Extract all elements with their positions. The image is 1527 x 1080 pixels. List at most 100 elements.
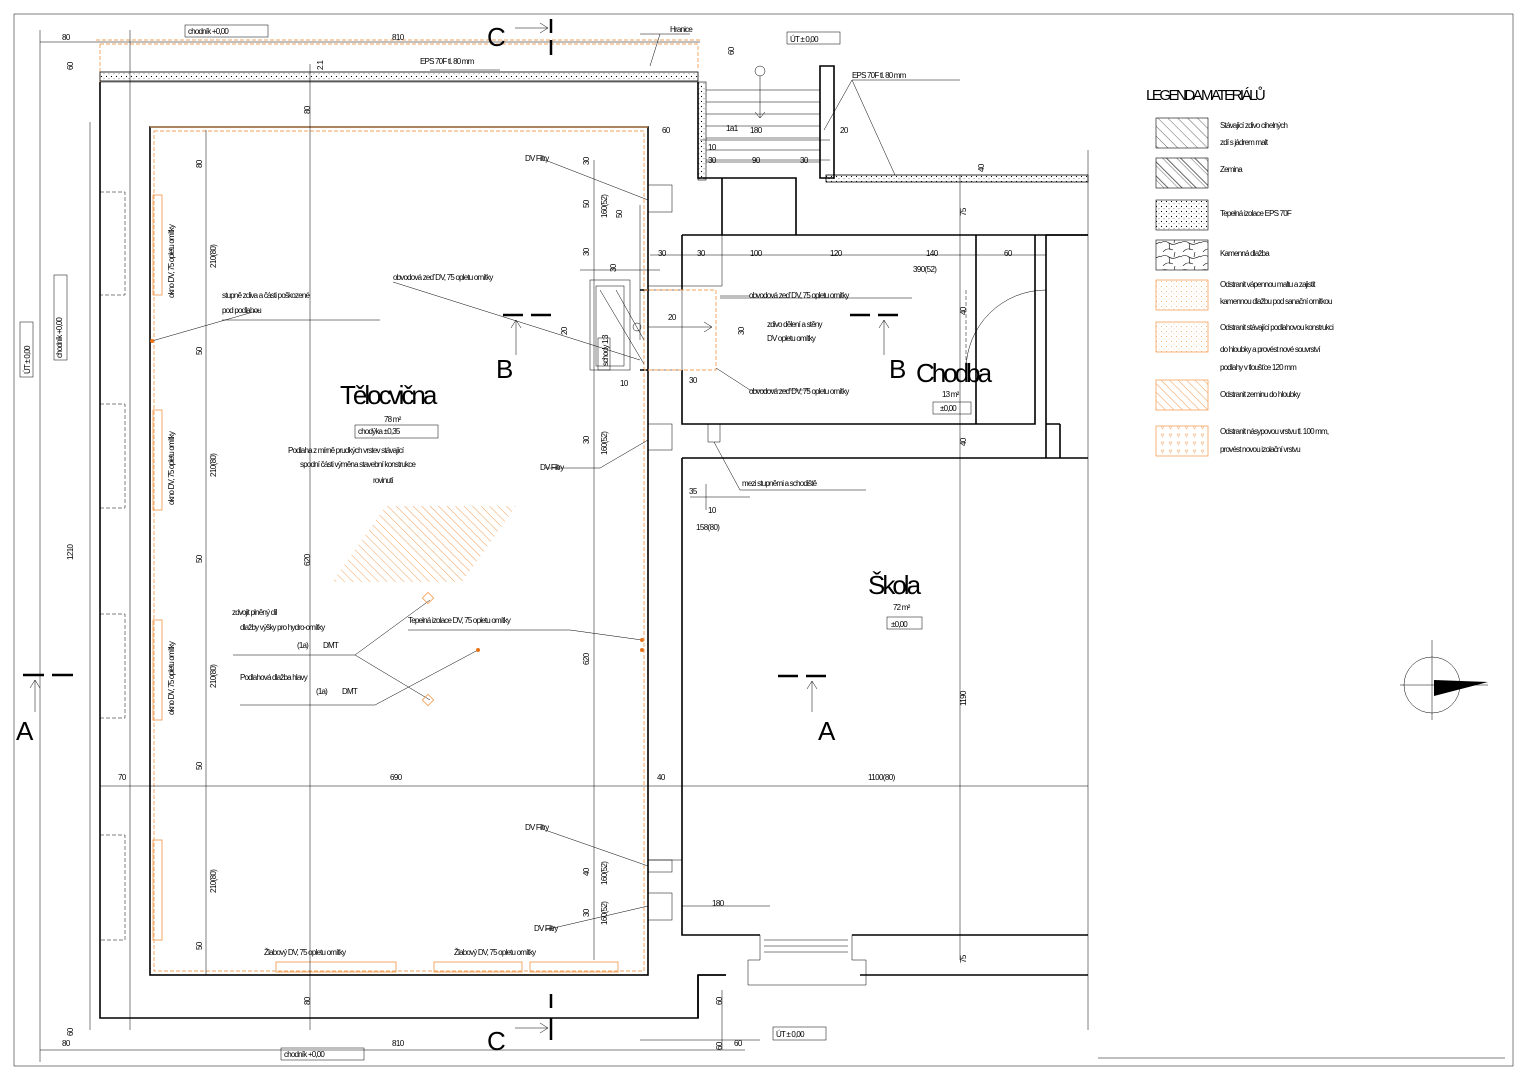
svg-text:Zemina: Zemina [1220, 165, 1243, 174]
svg-text:chodník +0,00: chodník +0,00 [284, 1050, 325, 1059]
sheet-frame [13, 13, 1514, 1067]
dim-gym-bot: 80 [303, 996, 312, 1005]
svg-text:20: 20 [560, 326, 569, 335]
svg-text:provést novou izolační vrstvu: provést novou izolační vrstvu [1220, 445, 1300, 454]
svg-text:Podlaha z mírně prudkých vrste: Podlaha z mírně prudkých vrstev stávajíc… [288, 446, 405, 455]
svg-text:10: 10 [620, 379, 629, 388]
leader-lines [151, 33, 960, 931]
legend-swatches [1155, 117, 1209, 457]
svg-text:Tepelná izolace EPS 70F: Tepelná izolace EPS 70F [1220, 209, 1292, 218]
svg-text:60: 60 [715, 1041, 724, 1050]
svg-text:40: 40 [657, 773, 666, 782]
window-note-1: okno DV, 75 opletu omítky [167, 224, 176, 298]
window-note-2: okno DV, 75 opletu omítky [167, 431, 176, 505]
room-area-school: 72 m² [893, 603, 911, 612]
svg-text:do hloubky a provést nové souv: do hloubky a provést nové souvrství [1220, 345, 1321, 354]
svg-text:rovinutí: rovinutí [373, 476, 394, 485]
svg-text:50: 50 [195, 554, 204, 563]
svg-text:Odstranit zeminu do hloubky: Odstranit zeminu do hloubky [1220, 390, 1301, 399]
dim-gym-mid: 620 [303, 553, 312, 566]
entrance-steps [747, 935, 867, 986]
room-name-hall: Chodba [916, 358, 993, 388]
svg-text:ÚT ± 0,00: ÚT ± 0,00 [776, 1030, 805, 1039]
svg-text:Odstranit vápennou maltu a zaj: Odstranit vápennou maltu a zajistit [1220, 280, 1316, 289]
section-marker-B [503, 313, 898, 355]
room-name-gym: Tělocvična [340, 380, 438, 410]
svg-text:40: 40 [582, 867, 591, 876]
svg-text:DMT: DMT [342, 687, 358, 696]
room-name-school: Škola [868, 570, 922, 600]
svg-text:(1a): (1a) [297, 641, 309, 650]
room-level-school: ±0,00 [891, 620, 908, 629]
svg-text:(1a): (1a) [316, 687, 328, 696]
uf-left: ÚT ± 0,00 [23, 345, 32, 374]
svg-text:DMT: DMT [323, 641, 339, 650]
svg-text:1190: 1190 [959, 690, 968, 706]
svg-text:Podlahová dlažba hlavy: Podlahová dlažba hlavy [240, 673, 308, 682]
svg-text:210(80): 210(80) [209, 453, 218, 477]
annotation-labels: Hranice EPS 70F tl. 80 mm EPS 70F tl. 80… [188, 25, 907, 1059]
svg-text:690: 690 [390, 773, 403, 782]
section-label-c-top: C [487, 22, 506, 52]
svg-text:30: 30 [658, 249, 667, 258]
svg-text:1100(80): 1100(80) [868, 773, 896, 782]
svg-text:DV Filtry: DV Filtry [534, 924, 558, 933]
svg-text:210(80): 210(80) [209, 869, 218, 893]
north-arrow [1400, 640, 1488, 720]
section-marker-A [23, 673, 826, 712]
svg-text:obvodová zeď DV, 75 opletu omí: obvodová zeď DV, 75 opletu omítky [749, 387, 849, 396]
svg-text:zdivo dělení a stěny: zdivo dělení a stěny [767, 320, 823, 329]
gym-windows-right [647, 184, 673, 921]
svg-text:50: 50 [195, 941, 204, 950]
svg-text:100: 100 [750, 249, 763, 258]
window-note-3: okno DV, 75 opletu omítky [167, 641, 176, 715]
svg-text:30: 30 [737, 326, 746, 335]
gym-windows-bottom [275, 961, 619, 973]
svg-text:20: 20 [668, 313, 677, 322]
svg-text:spodní části výměna stavební k: spodní části výměna stavební konstrukce [300, 460, 416, 469]
svg-text:Hranice: Hranice [670, 25, 693, 34]
hall-door [965, 289, 1047, 371]
section-label-a-left: A [16, 716, 34, 746]
svg-text:stupně zdiva a části poškozené: stupně zdiva a části poškozené [222, 291, 311, 300]
stair-treads [706, 89, 820, 163]
svg-text:60: 60 [727, 46, 736, 55]
svg-text:90: 90 [752, 156, 761, 165]
svg-text:30: 30 [582, 908, 591, 917]
svg-text:DV opletu omítky: DV opletu omítky [767, 334, 816, 343]
svg-text:50: 50 [195, 761, 204, 770]
svg-text:80: 80 [62, 1039, 71, 1048]
svg-text:30: 30 [689, 376, 698, 385]
svg-text:620: 620 [582, 652, 591, 665]
chod-left: chodník +0,00 [55, 317, 64, 358]
svg-text:podlahy v tloušťce 120 mm: podlahy v tloušťce 120 mm [1220, 363, 1297, 372]
top-column [819, 65, 835, 179]
svg-text:10: 10 [708, 506, 717, 515]
section-label-c-bottom: C [487, 1026, 506, 1056]
eps-strip-right [825, 174, 1089, 183]
legend-labels: Stávající zdivo cihelných zdí s jádrem m… [1220, 121, 1335, 454]
svg-text:30: 30 [708, 156, 717, 165]
svg-text:Žlabový DV, 75 opletu omítky: Žlabový DV, 75 opletu omítky [454, 948, 536, 957]
svg-text:160(52): 160(52) [600, 194, 609, 218]
dim-left-bot: 60 [66, 1027, 75, 1036]
svg-text:obvodová zeď DV, 75 opletu omí: obvodová zeď DV, 75 opletu omítky [749, 291, 849, 300]
dim-gym-top2: 2.1 [316, 60, 325, 70]
dim-left-total: 1210 [66, 543, 75, 560]
section-label-b-left: B [496, 354, 513, 384]
dim-gym-top: 80 [303, 105, 312, 114]
stairs-note: schody 1:3 [601, 334, 610, 366]
svg-text:40: 40 [959, 437, 968, 446]
svg-text:120: 120 [830, 249, 843, 258]
svg-text:50: 50 [195, 346, 204, 355]
svg-text:30: 30 [609, 263, 618, 272]
room-finish-gym: chodýka ±0,35 [358, 427, 401, 436]
svg-text:ÚT ± 0,00: ÚT ± 0,00 [790, 35, 819, 44]
svg-text:60: 60 [1004, 249, 1013, 258]
svg-text:DV Filtry: DV Filtry [525, 154, 549, 163]
svg-text:1a1: 1a1 [726, 124, 739, 133]
svg-text:zdvojit plněný díl: zdvojit plněný díl [232, 608, 278, 617]
legend-title: LEGENDA MATERIÁLŮ [1146, 86, 1265, 104]
svg-text:160(52): 160(52) [600, 431, 609, 455]
svg-text:Odstranit násypovou vrstvu tl.: Odstranit násypovou vrstvu tl. 100 mm, [1220, 427, 1329, 436]
